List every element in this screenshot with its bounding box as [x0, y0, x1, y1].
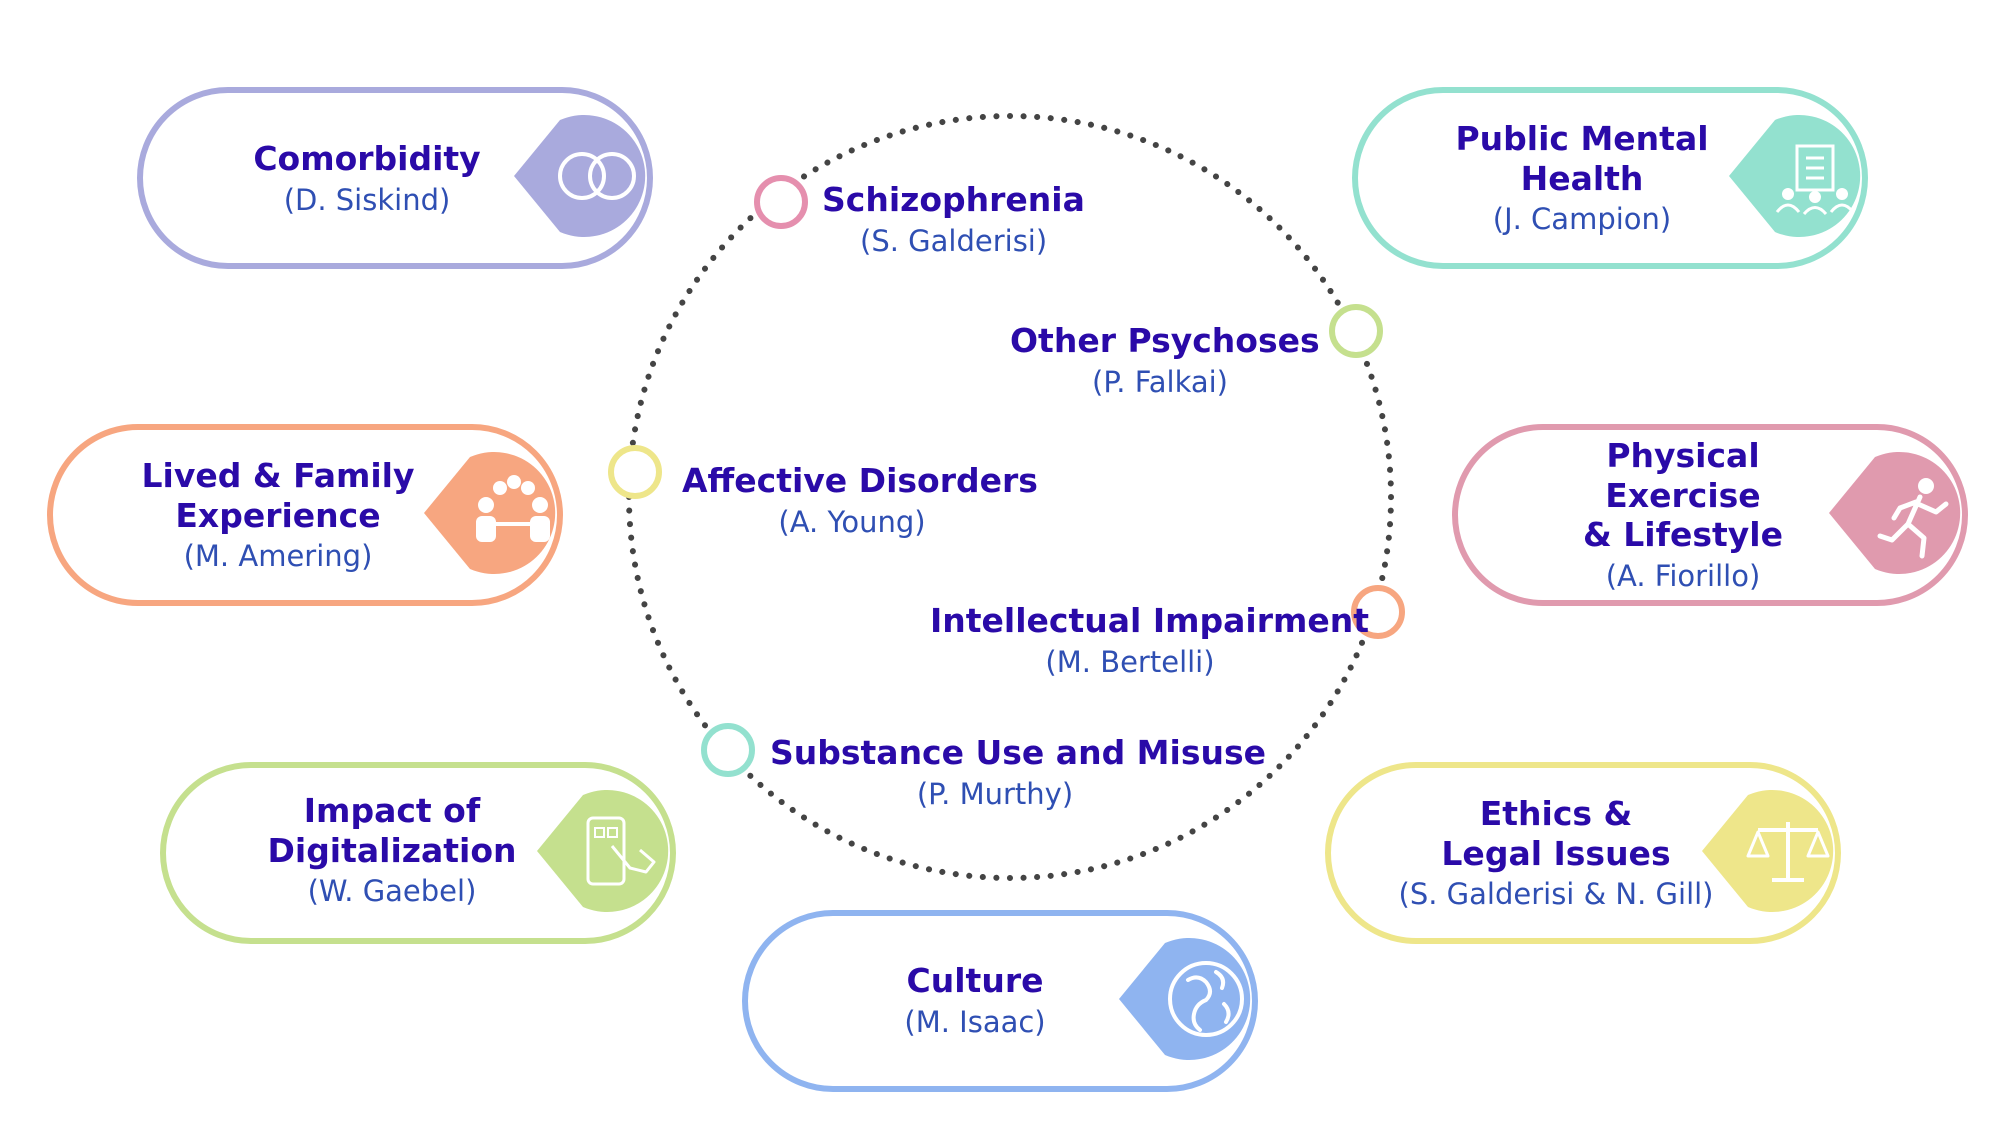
pill-culture-title: Culture: [906, 960, 1044, 1000]
pill-digitalization-title: Impact of Digitalization: [267, 791, 517, 870]
label-intellectual-impairment: Intellectual Impairment (M. Bertelli): [930, 601, 1370, 679]
pill-public-mental-health-author: (J. Campion): [1492, 202, 1672, 237]
pill-digitalization[interactable]: [160, 762, 676, 944]
label-substance-use-author: (P. Murthy): [916, 776, 1074, 811]
pill-culture-label: Culture (M. Isaac): [904, 961, 1045, 1039]
pill-public-mental-health-label: Public Mental Health (J. Campion): [1455, 119, 1708, 237]
label-substance-use-title: Substance Use and Misuse: [770, 733, 1266, 772]
label-other-psychoses: Other Psychoses (P. Falkai): [1010, 321, 1320, 399]
ring-nodes: [608, 175, 1405, 777]
scales-icon: [1702, 790, 1834, 913]
pill-comorbidity-author: (D. Siskind): [283, 182, 451, 217]
node-intellectual-impairment[interactable]: [1351, 585, 1405, 639]
node-schizophrenia[interactable]: [754, 175, 808, 229]
pill-public-mental-health-title: Public Mental Health: [1455, 119, 1709, 198]
pill-ethics-legal-title: Ethics & Legal Issues: [1441, 794, 1671, 873]
label-schizophrenia-title: Schizophrenia: [822, 180, 1085, 219]
pill-ethics-legal[interactable]: [1325, 762, 1841, 944]
pill-lived-family-experience-title: Lived & Family Experience: [141, 456, 415, 535]
pill-digitalization-author: (W. Gaebel): [307, 874, 477, 909]
overlapping-circles-icon: [514, 115, 646, 237]
node-other-psychoses[interactable]: [1329, 304, 1383, 358]
pill-physical-exercise[interactable]: [1452, 424, 1968, 606]
label-schizophrenia-author: (S. Galderisi): [860, 223, 1048, 258]
pill-ethics-legal-label: Ethics & Legal Issues (S. Galderisi & N.…: [1399, 794, 1714, 912]
pill-comorbidity[interactable]: [137, 87, 653, 269]
node-substance-use[interactable]: [701, 723, 755, 777]
running-person-icon: [1829, 452, 1961, 574]
pill-comorbidity-title: Comorbidity: [253, 138, 481, 178]
pill-physical-exercise-author: (A. Fiorillo): [1605, 558, 1761, 593]
label-affective-disorders-author: (A. Young): [778, 504, 926, 539]
tablet-hand-icon: [537, 790, 669, 912]
pill-lived-family-experience-label: Lived & Family Experience (M. Amering): [141, 456, 414, 574]
pill-comorbidity-label: Comorbidity (D. Siskind): [253, 139, 480, 217]
label-schizophrenia: Schizophrenia (S. Galderisi): [822, 180, 1085, 258]
pill-public-mental-health[interactable]: [1352, 87, 1868, 269]
building-people-icon: [1729, 114, 1861, 237]
pill-culture-author: (M. Isaac): [904, 1004, 1046, 1039]
label-substance-use: Substance Use and Misuse (P. Murthy): [770, 733, 1266, 811]
pill-lived-family-experience-author: (M. Amering): [183, 539, 373, 574]
pill-physical-exercise-title: Physical Exercise & Lifestyle: [1583, 436, 1783, 555]
label-intellectual-impairment-title: Intellectual Impairment: [930, 601, 1370, 640]
globe-icon: [1119, 937, 1251, 1060]
label-other-psychoses-author: (P. Falkai): [1092, 364, 1228, 399]
pill-ethics-legal-author: (S. Galderisi & N. Gill): [1398, 877, 1714, 912]
pill-physical-exercise-label: Physical Exercise & Lifestyle (A. Fioril…: [1525, 436, 1842, 594]
label-other-psychoses-title: Other Psychoses: [1010, 321, 1320, 360]
node-affective-disorders[interactable]: [608, 445, 662, 499]
pill-digitalization-label: Impact of Digitalization (W. Gaebel): [267, 791, 516, 909]
label-affective-disorders-title: Affective Disorders: [682, 461, 1038, 500]
people-talking-icon: [424, 452, 556, 574]
label-affective-disorders: Affective Disorders (A. Young): [682, 461, 1038, 539]
label-intellectual-impairment-author: (M. Bertelli): [1045, 644, 1215, 679]
pill-culture[interactable]: [742, 910, 1258, 1092]
pill-lived-family-experience[interactable]: [47, 424, 563, 606]
